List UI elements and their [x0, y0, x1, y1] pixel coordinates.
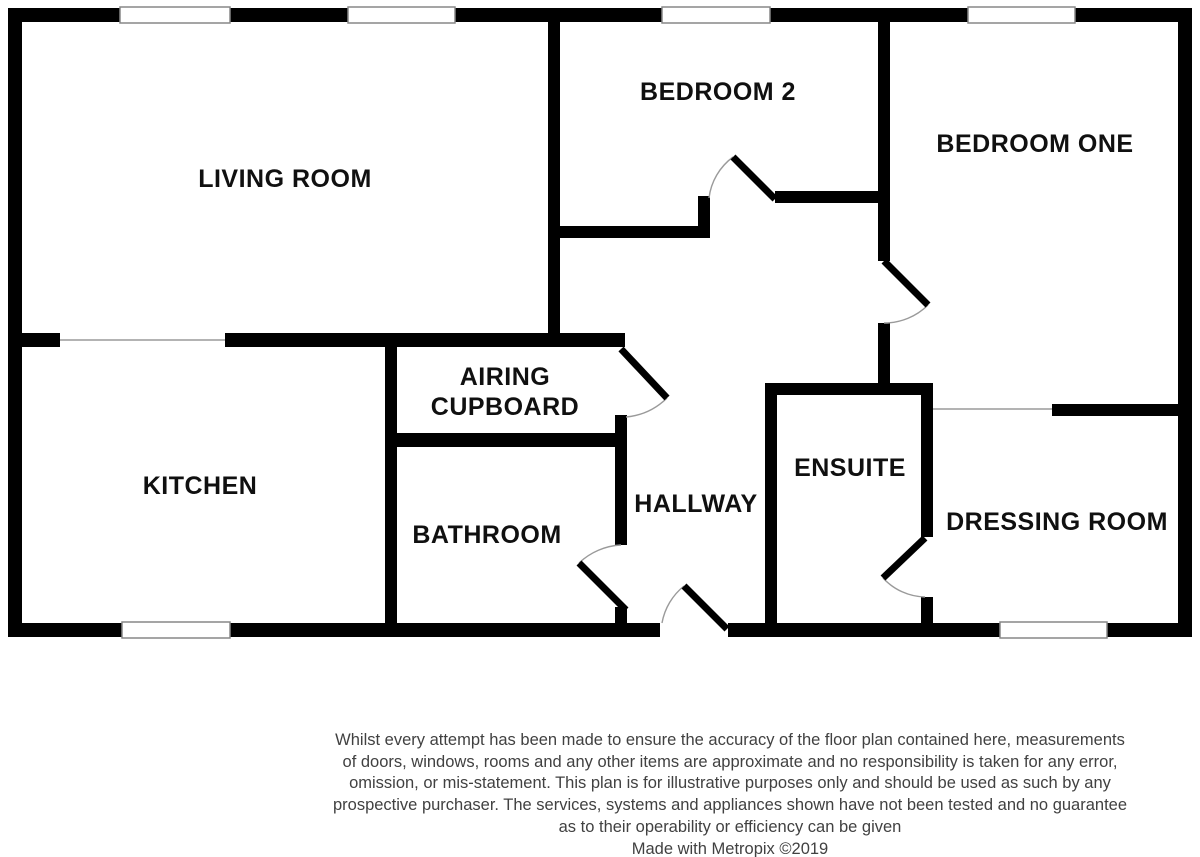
window-bedroom2-top [661, 6, 771, 24]
disclaimer-line: Whilst every attempt has been made to en… [335, 731, 1125, 749]
door-front-entrance [661, 583, 730, 632]
interior-wall-livingroom-bottom [225, 333, 625, 347]
room-label-airing-cupboard-line2: CUPBOARD [431, 393, 579, 421]
interior-wall-ensuite-left [765, 395, 777, 623]
credit-line: Made with Metropix ©2019 [631, 839, 829, 857]
room-labels: LIVING ROOM BEDROOM 2 BEDROOM ONE KITCHE… [143, 78, 1168, 549]
room-label-dressing-room: DRESSING ROOM [946, 508, 1168, 536]
room-label-hallway: HALLWAY [634, 490, 757, 518]
interior-wall-cupboard-right-stub [615, 415, 627, 433]
interior-wall-bedroom2-step [698, 196, 710, 238]
interior-wall-dressing-top [1052, 404, 1178, 416]
room-label-bedroom-2: BEDROOM 2 [640, 78, 796, 106]
door-bedroom-2 [708, 154, 778, 202]
windows [60, 6, 1108, 639]
outer-wall-top [8, 8, 1192, 22]
door-airing-cupboard [618, 346, 670, 418]
interior-wall-cupboard-bottom [385, 433, 627, 447]
interior-wall-ensuite-top [765, 383, 933, 395]
door-bedroom-one [881, 258, 931, 324]
window-living-room-top-1 [119, 6, 231, 24]
interior-wall-bedroom2-bottom-left [548, 226, 710, 238]
door-ensuite [880, 535, 928, 598]
outer-wall-left [8, 8, 22, 637]
interior-wall-bedroom1-left-upper [878, 22, 890, 261]
window-dressing-room-bottom [999, 621, 1108, 639]
interior-wall-ensuite-right-lower [921, 597, 933, 623]
interior-wall-livingroom-divider [548, 22, 560, 347]
floorplan-drawing: LIVING ROOM BEDROOM 2 BEDROOM ONE KITCHE… [8, 6, 1192, 639]
interior-wall-kitchen-bathroom-divider [385, 347, 397, 623]
disclaimer-line: as to their operability or efficiency ca… [558, 817, 902, 836]
outer-wall-right [1178, 8, 1192, 637]
room-label-kitchen: KITCHEN [143, 472, 258, 500]
room-label-living-room: LIVING ROOM [198, 165, 372, 193]
disclaimer-line: prospective purchaser. The services, sys… [332, 796, 1128, 815]
interior-wall-livingroom-bottom-stub [22, 333, 60, 347]
door-bathroom [576, 544, 629, 613]
doors [576, 154, 931, 639]
interior-wall-bedroom2-bottom-right [775, 191, 886, 203]
window-living-room-top-2 [347, 6, 456, 24]
room-label-bathroom: BATHROOM [412, 521, 561, 549]
outer-wall-bottom [8, 623, 1192, 637]
window-kitchen-bottom [121, 621, 231, 639]
disclaimer-line: omission, or mis-statement. This plan is… [349, 774, 1111, 793]
disclaimer-line: of doors, windows, rooms and any other i… [342, 752, 1118, 771]
room-label-ensuite: ENSUITE [794, 454, 906, 482]
disclaimer: Whilst every attempt has been made to en… [240, 730, 1200, 857]
room-label-airing-cupboard-line1: AIRING [460, 363, 551, 391]
interior-wall-ensuite-right-upper [921, 395, 933, 537]
interior-wall-bedroom1-left-lower [878, 323, 890, 395]
walls [8, 8, 1192, 637]
room-label-bedroom-one: BEDROOM ONE [936, 130, 1133, 158]
front-door-opening [660, 621, 728, 639]
window-bedroom-one-top [967, 6, 1076, 24]
interior-wall-bathroom-right-upper [615, 447, 627, 545]
